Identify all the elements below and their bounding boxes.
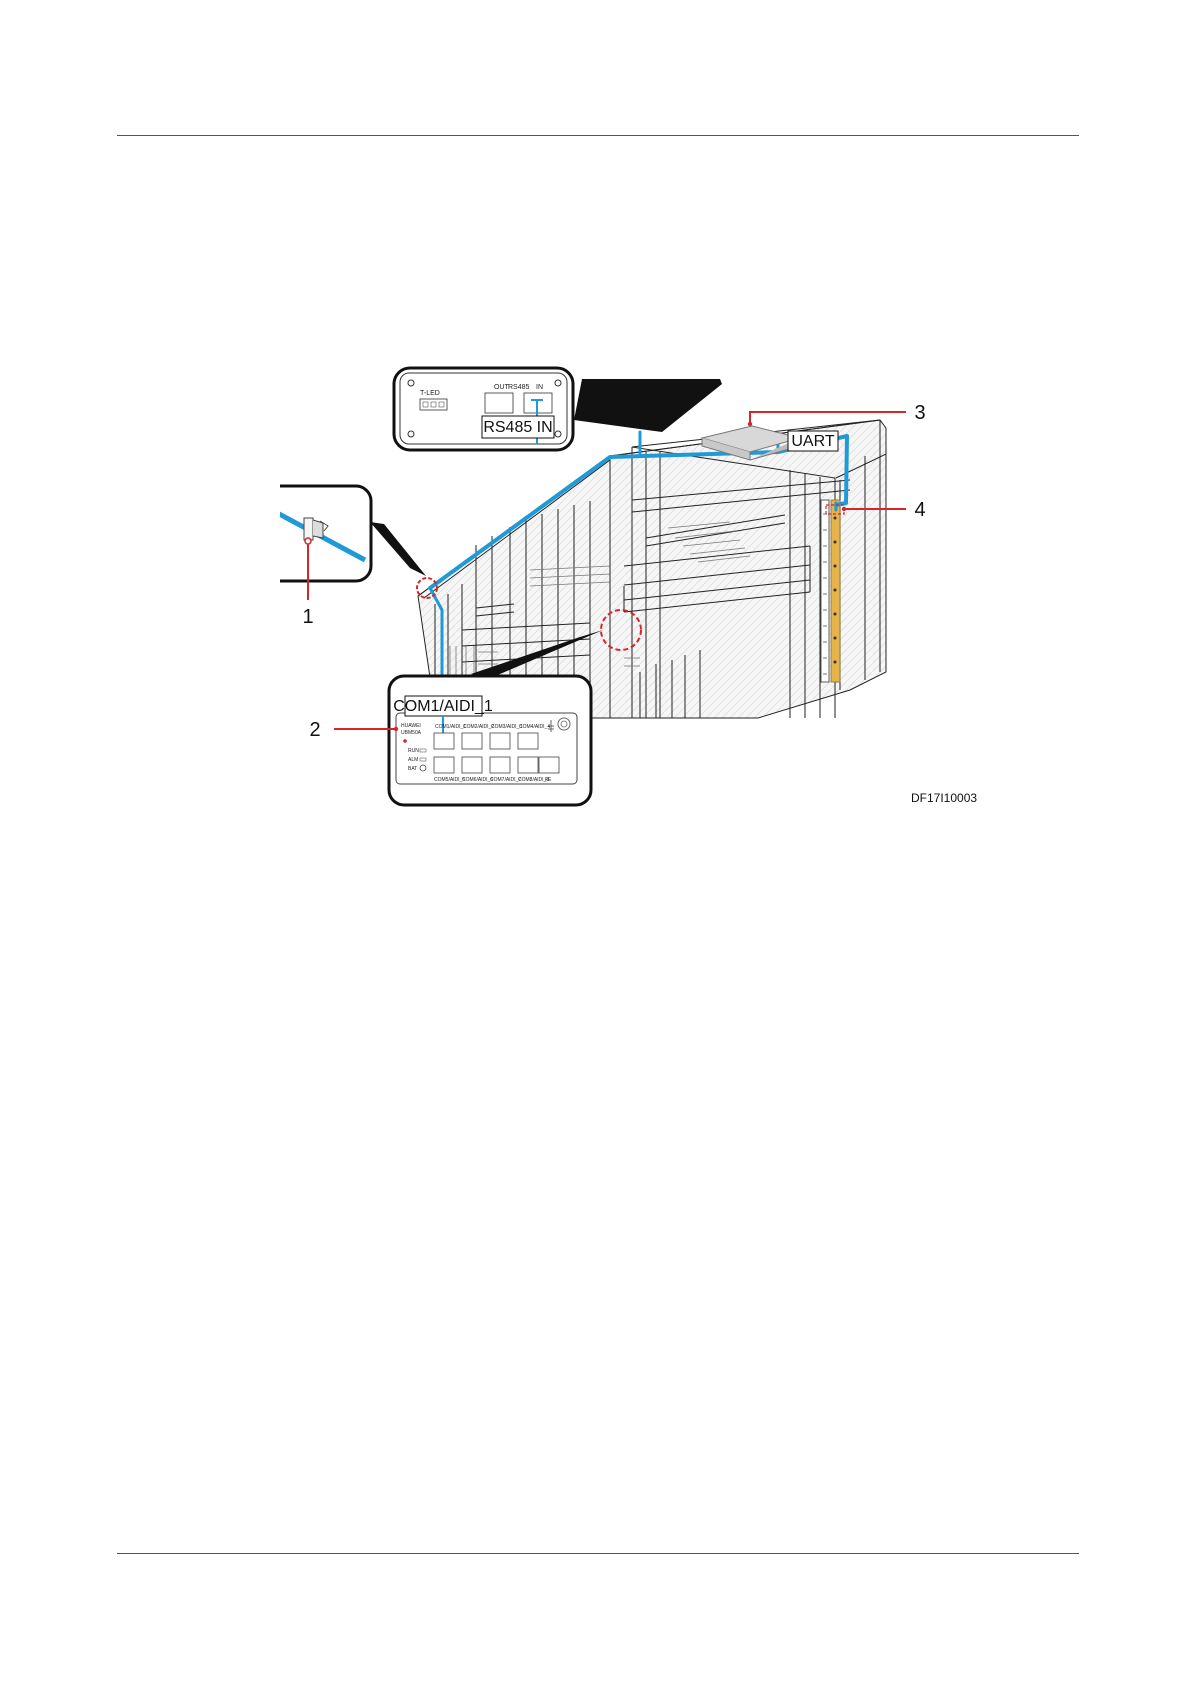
callout-2: 2 — [309, 719, 320, 741]
t-led-label: T-LED — [420, 390, 440, 397]
rs485-label: RS485 — [508, 384, 530, 391]
rs485-in-port-label: IN — [536, 384, 543, 391]
top-port-3: COM3/AIDI_3 — [491, 724, 522, 730]
cabinet-wiring-figure: T-LED OUT RS485 IN RS485 IN 1 — [280, 360, 1020, 880]
uart-label: UART — [791, 433, 834, 450]
cabinet-wiring-illustration: T-LED OUT RS485 IN RS485 IN 1 — [280, 360, 1020, 880]
top-port-1: COM1/AIDI_1 — [435, 724, 466, 730]
fe-port-label: FE — [545, 777, 552, 783]
com1-aidi-1-label: COM1/AIDI_1 — [393, 698, 493, 715]
top-page-rule — [117, 135, 1079, 136]
bottom-page-rule — [117, 1553, 1079, 1554]
bottom-port-2: COM6/AIDI_6 — [462, 777, 493, 783]
callout-3: 3 — [914, 402, 925, 424]
rs485-in-label: RS485 IN — [483, 419, 552, 436]
huawei-label: HUAWEI — [401, 723, 421, 729]
indicator-bat: BAT — [408, 766, 417, 772]
indicator-run: RUN — [408, 748, 419, 754]
top-port-4: COM4/AIDI_4 — [519, 724, 550, 730]
callout-4: 4 — [914, 499, 925, 521]
model-label: UBM50A — [401, 730, 422, 736]
left-inset: 1 — [280, 486, 426, 628]
bottom-port-3: COM7/AIDI_7 — [490, 777, 521, 783]
rs485-inset: T-LED OUT RS485 IN RS485 IN — [394, 368, 722, 450]
callout-1: 1 — [302, 606, 313, 628]
indicator-alm: ALM — [408, 757, 418, 763]
figure-id: DF17I10003 — [911, 791, 977, 805]
com-inset: COM1/AIDI_1 HUAWEI UBM50A RUN ALM BAT CO… — [309, 676, 591, 805]
callout-3-line — [750, 412, 906, 424]
top-port-2: COM2/AIDI_2 — [463, 724, 494, 730]
bottom-port-1: COM5/AIDI_5 — [434, 777, 465, 783]
